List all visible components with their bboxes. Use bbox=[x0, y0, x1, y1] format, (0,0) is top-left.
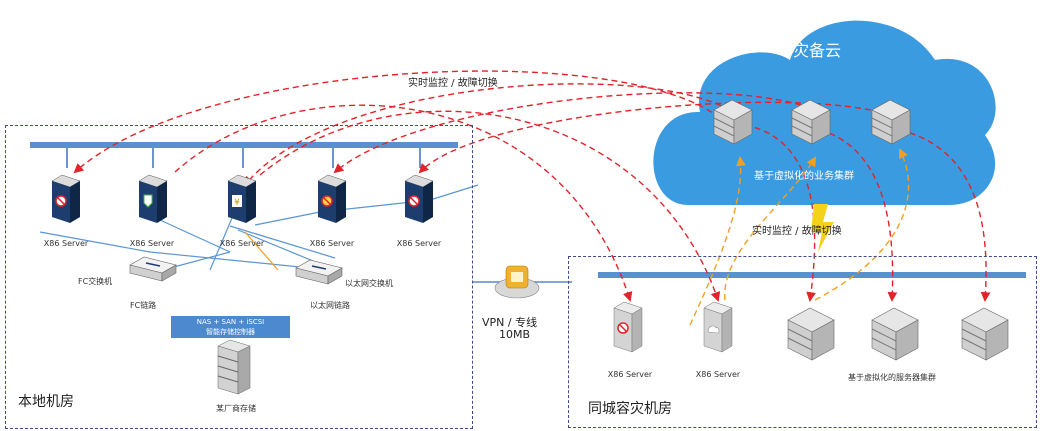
dr-cluster-label: 基于虚拟化的服务器集群 bbox=[848, 373, 936, 382]
server-tower-icon bbox=[317, 174, 347, 223]
failover-label-mid: 实时监控 / 故障切换 bbox=[752, 226, 842, 237]
eth-switch-label: 以太网交换机 bbox=[345, 279, 393, 288]
local-room-title: 本地机房 bbox=[18, 394, 74, 410]
server-tower-icon bbox=[138, 174, 168, 223]
vpn-label: VPN / 专线 bbox=[482, 316, 538, 329]
server-label: X86 Server bbox=[396, 239, 442, 248]
rack-server-icon bbox=[961, 307, 1009, 361]
vpn-gateway-icon bbox=[494, 265, 540, 299]
server-tower-icon bbox=[703, 301, 733, 353]
local-room bbox=[5, 125, 473, 429]
dr-room bbox=[568, 256, 1037, 428]
vendor-storage-label: 某厂商存储 bbox=[216, 404, 256, 413]
server-tower-icon bbox=[404, 174, 434, 223]
storage-icon bbox=[217, 339, 251, 395]
storage-controller: NAS + SAN + iSCSI 智能存储控制器 bbox=[171, 316, 290, 338]
storage-controller-line2: 智能存储控制器 bbox=[206, 328, 255, 336]
failover-label-top: 实时监控 / 故障切换 bbox=[408, 78, 498, 89]
dr-server-label: X86 Server bbox=[607, 370, 653, 379]
server-label: X86 Server bbox=[219, 239, 265, 248]
server-label: X86 Server bbox=[309, 239, 355, 248]
dr-room-title: 同城容灾机房 bbox=[588, 401, 672, 417]
local-bus-drops bbox=[66, 148, 421, 168]
server-tower-icon bbox=[613, 301, 643, 353]
rack-server-icon bbox=[787, 307, 835, 361]
server-label: X86 Server bbox=[129, 239, 175, 248]
storage-controller-line1: NAS + SAN + iSCSI bbox=[196, 318, 265, 326]
fc-link-label: FC链路 bbox=[130, 301, 157, 310]
cloud-title: 灾备云 bbox=[793, 41, 842, 60]
monitor-arrows-orange bbox=[689, 148, 910, 326]
lightning-icon bbox=[811, 204, 834, 252]
rack-server-icon bbox=[871, 307, 919, 361]
server-tower-icon: ¥ bbox=[227, 174, 257, 223]
vpn-bandwidth: 10MB bbox=[499, 328, 531, 341]
svg-text:¥: ¥ bbox=[234, 198, 240, 208]
server-label: X86 Server bbox=[43, 239, 89, 248]
failover-arrows-red bbox=[73, 70, 991, 302]
rack-server-icon bbox=[713, 99, 753, 145]
eth-link-label: 以太网链路 bbox=[310, 301, 350, 310]
rack-server-icon bbox=[871, 99, 911, 145]
rack-server-icon bbox=[791, 99, 831, 145]
switch-icon bbox=[295, 259, 343, 285]
dr-bus bbox=[598, 272, 1026, 278]
fc-switch-label: FC交换机 bbox=[78, 277, 113, 286]
orange-link bbox=[244, 231, 279, 271]
local-bus bbox=[30, 142, 458, 148]
dr-server-label: X86 Server bbox=[695, 370, 741, 379]
cloud-cluster-label: 基于虚拟化的业务集群 bbox=[754, 171, 854, 182]
switch-icon bbox=[129, 256, 177, 282]
server-tower-icon bbox=[51, 174, 81, 223]
